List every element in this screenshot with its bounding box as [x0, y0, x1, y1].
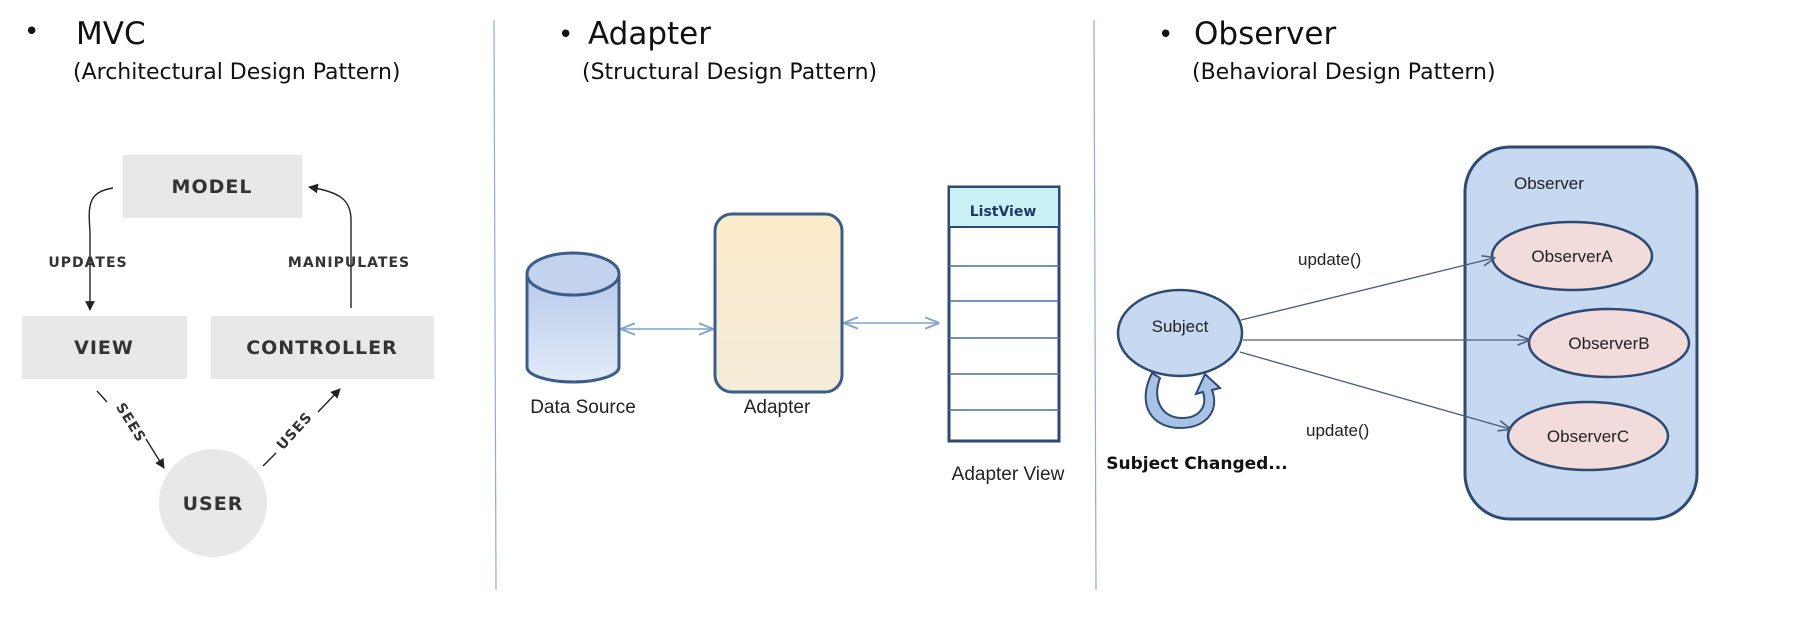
update-label-c: update()	[1306, 421, 1369, 440]
model-label: MODEL	[172, 176, 253, 198]
adapter-box	[713, 212, 844, 394]
updates-arrow	[85, 187, 114, 311]
controller-label: CONTROLLER	[246, 337, 398, 359]
adapter-label: Adapter	[744, 397, 811, 418]
view-label: VIEW	[74, 337, 134, 359]
list-view-header: ListView	[970, 204, 1037, 220]
update-label-a: update()	[1298, 250, 1361, 269]
mvc-title: MVC	[76, 16, 146, 52]
data-source-label: Data Source	[530, 397, 636, 418]
observer-group-label: Observer	[1514, 174, 1584, 193]
observer-c-label: ObserverC	[1547, 427, 1629, 446]
subject-label: Subject	[1152, 317, 1209, 336]
view-box	[22, 316, 187, 379]
data-source-cylinder	[525, 251, 621, 384]
manipulates-arrow	[308, 183, 352, 308]
bullet-adapter: •	[558, 20, 573, 50]
updates-label: UPDATES	[48, 255, 127, 271]
update-arrow-a	[1240, 258, 1494, 321]
observer-subtitle: (Behavioral Design Pattern)	[1192, 60, 1496, 85]
list-view	[947, 185, 1061, 443]
column-divider-1	[493, 19, 497, 591]
user-label: USER	[183, 493, 244, 515]
update-arrow-c	[1239, 351, 1510, 429]
adapter-subtitle: (Structural Design Pattern)	[582, 60, 877, 85]
sees-arrow-tail	[96, 390, 108, 403]
mvc-subtitle: (Architectural Design Pattern)	[73, 60, 401, 85]
sees-label: SEES	[112, 400, 149, 445]
bullet-mvc: •	[24, 17, 39, 47]
observer-b-label: ObserverB	[1568, 334, 1649, 353]
observer-diagram: Observer ObserverA ObserverB ObserverC S…	[1106, 145, 1699, 521]
uses-arrow-tail	[262, 452, 277, 467]
observer-c-node	[1506, 400, 1670, 472]
model-box	[123, 155, 302, 218]
uses-arrow	[317, 388, 341, 413]
sees-arrow	[145, 438, 165, 469]
uses-label: USES	[274, 409, 316, 453]
manipulates-label: MANIPULATES	[288, 255, 410, 271]
mvc-diagram: MODEL VIEW CONTROLLER USER UPDATES MANIP…	[22, 155, 434, 557]
subject-changed-label: Subject Changed...	[1106, 454, 1287, 474]
observer-a-label: ObserverA	[1531, 247, 1613, 266]
adapter-diagram: Data Source Adapter ListView Adapter Vie…	[525, 185, 1065, 485]
subject-node	[1116, 288, 1244, 378]
user-circle	[159, 449, 267, 557]
column-divider-2	[1093, 19, 1097, 591]
adapter-view-label: Adapter View	[952, 464, 1065, 485]
bullet-observer: •	[1158, 20, 1173, 50]
observer-title: Observer	[1194, 16, 1336, 52]
controller-box	[211, 316, 434, 379]
adapter-title: Adapter	[588, 16, 711, 52]
subject-changed-loop-arrow	[1144, 371, 1223, 430]
